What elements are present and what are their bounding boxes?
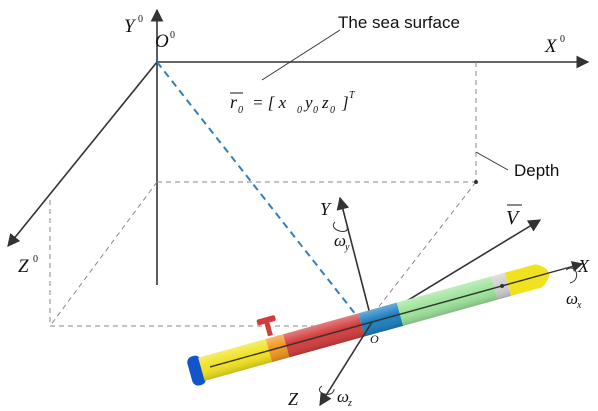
- body-x-axis: [209, 261, 584, 368]
- position-vector-line: [156, 61, 361, 321]
- velocity-label: V: [506, 207, 521, 229]
- omega-x-arc: [565, 267, 578, 284]
- omega-x-sub: x: [576, 300, 582, 311]
- global-y-label: Y: [124, 16, 137, 37]
- vector-y: y: [303, 93, 313, 112]
- hull-marker: [500, 283, 505, 288]
- sea-surface-label: The sea surface: [338, 13, 460, 32]
- vector-eq: = [ x: [252, 93, 287, 112]
- body-z-axis: [319, 321, 373, 407]
- omega-z-arc: [319, 385, 335, 395]
- vector-z-sub: 0: [330, 105, 335, 116]
- global-origin-label: O: [155, 31, 169, 52]
- periscope-cap: [256, 315, 276, 326]
- periscope-stem: [263, 319, 273, 337]
- omega-y-sub: y: [344, 242, 350, 253]
- omega-y-label: ω: [334, 231, 346, 250]
- global-z-axis: [7, 61, 158, 247]
- omega-z-sub: z: [347, 398, 352, 409]
- body-x-label: X: [577, 256, 590, 276]
- omega-x-label: ω: [566, 289, 578, 308]
- vector-close: ]: [341, 93, 349, 112]
- global-z-label: Z: [18, 256, 29, 277]
- depth-point: [474, 180, 478, 184]
- global-x-label: X: [544, 36, 558, 57]
- global-z-sup: 0: [33, 254, 38, 265]
- vector-transpose: T: [349, 90, 356, 101]
- depth-label: Depth: [514, 161, 559, 180]
- position-vector-formula: r 0 = [ x 0 y 0 z 0 ] T: [230, 90, 356, 116]
- hull-nose-yellow: [504, 264, 549, 296]
- vector-symbol: r: [230, 92, 238, 112]
- vector-x-sub: 0: [297, 105, 302, 116]
- body-origin-label: O: [370, 332, 379, 346]
- torpedo: [187, 261, 584, 386]
- vector-y-sub: 0: [313, 105, 318, 116]
- vector-subscript: 0: [238, 105, 243, 116]
- global-x-sup: 0: [560, 34, 565, 45]
- body-y-axis: [336, 196, 373, 323]
- vector-z: z: [321, 93, 329, 112]
- sea-surface-leader: [261, 29, 341, 81]
- global-y-sup: 0: [138, 14, 143, 25]
- global-origin-sup: 0: [170, 30, 175, 41]
- body-z-label: Z: [288, 389, 299, 409]
- omega-y-arc: [332, 221, 348, 232]
- body-y-label: Y: [320, 199, 332, 219]
- depth-leader: [475, 151, 509, 171]
- omega-z-label: ω: [337, 387, 349, 406]
- dashed-guides: [49, 62, 477, 327]
